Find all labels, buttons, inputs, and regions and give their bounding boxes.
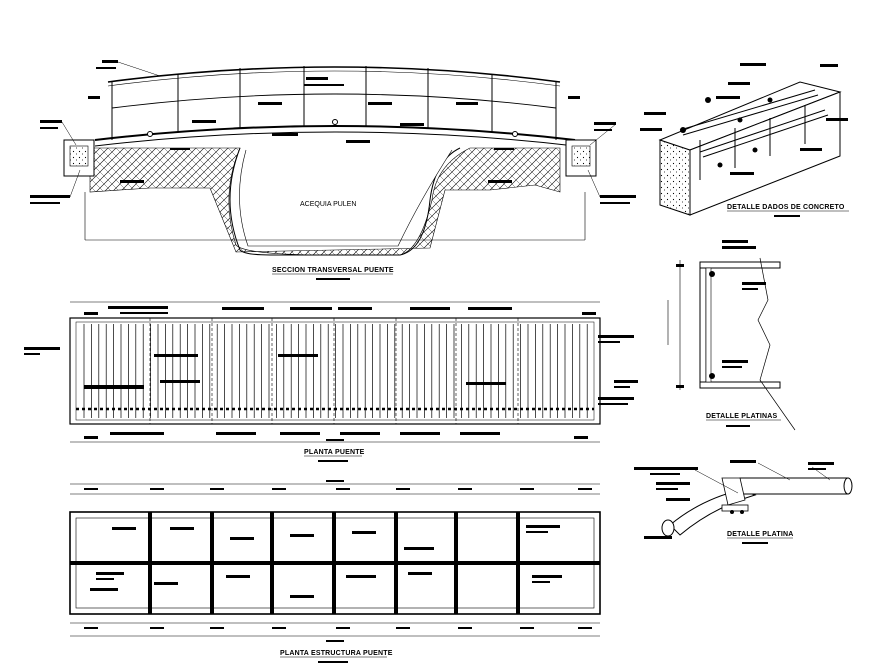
- platinas-detail: DETALLE PLATINAS: [667, 240, 796, 431]
- platina-title: DETALLE PLATINA: [727, 531, 794, 538]
- bridge-deck: [94, 125, 576, 141]
- channel-label: ACEQUIA PULEN: [300, 201, 356, 208]
- section-title: SECCION TRANSVERSAL PUENTE: [272, 267, 394, 274]
- dados-detail: DETALLE DADOS DE CONCRETO: [640, 63, 849, 217]
- structure-plan: PLANTA ESTRUCTURA PUENTE: [69, 480, 601, 663]
- plan-slats: [83, 324, 588, 418]
- handrail: [107, 66, 561, 83]
- dados-title: DETALLE DADOS DE CONCRETO: [727, 204, 845, 211]
- plan-tags: [24, 306, 638, 441]
- structure-title: PLANTA ESTRUCTURA PUENTE: [280, 650, 393, 657]
- plan-title: PLANTA PUENTE: [304, 449, 365, 456]
- soil-hatch: [89, 147, 561, 256]
- frame-beams: [148, 512, 520, 614]
- section-tags: [30, 60, 636, 204]
- channel-outline: [229, 147, 461, 256]
- handrail-posts: [111, 66, 557, 140]
- channel-inner: [239, 149, 453, 247]
- plan-view: PLANTA PUENTE: [24, 301, 638, 462]
- platinas-title: DETALLE PLATINAS: [706, 413, 778, 420]
- plan-dashed-dividers: [149, 318, 519, 424]
- section-view: ACEQUIA PULEN SECCION TRANSVERSAL PUENTE: [30, 60, 636, 280]
- platina-detail: DETALLE PLATINA: [634, 460, 853, 544]
- structure-tags: [84, 480, 592, 642]
